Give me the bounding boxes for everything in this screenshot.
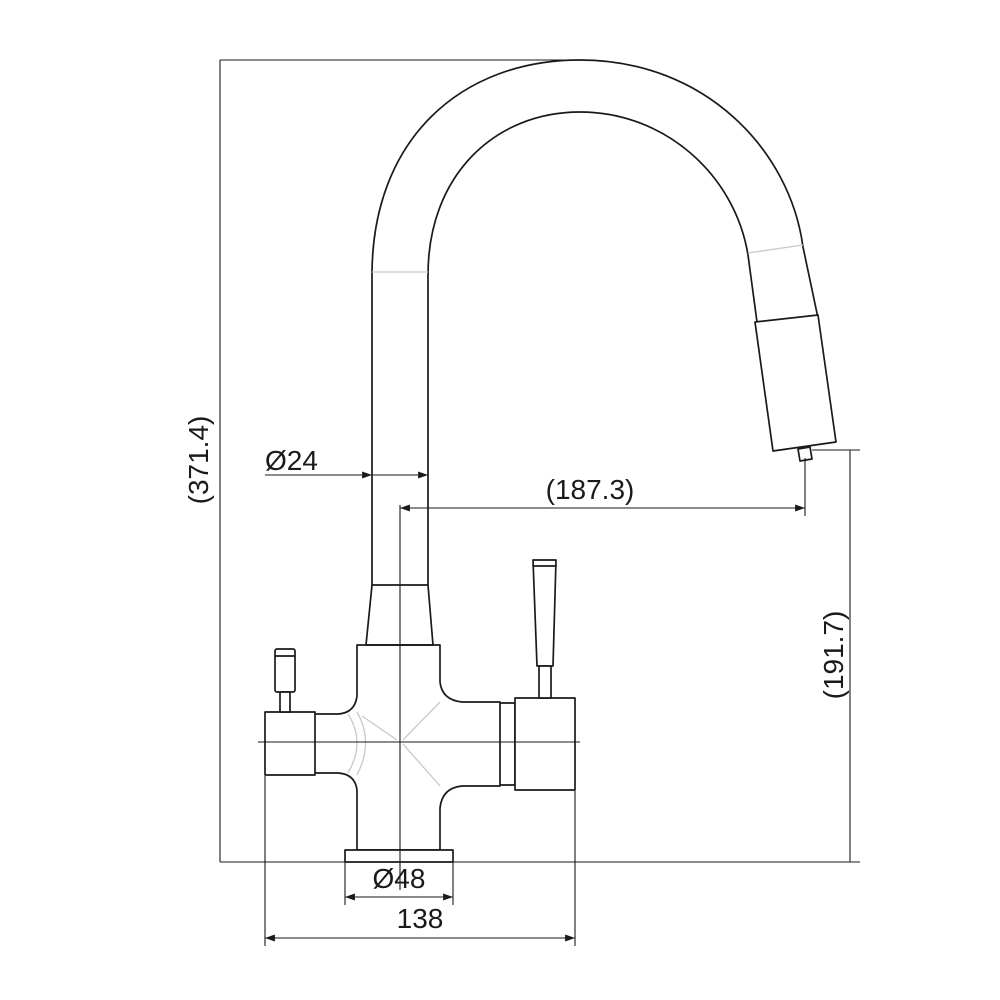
overall-height-label: (371.4) — [183, 416, 214, 505]
body-outline — [314, 644, 501, 851]
spout-reach-dimension: (187.3) — [400, 458, 806, 516]
spout-outer-edge — [371, 59, 819, 586]
faucet-body — [264, 644, 576, 851]
spray-head-body — [754, 314, 837, 452]
spout-height-label: (191.7) — [818, 611, 849, 700]
faucet-base — [344, 849, 454, 863]
spout-joint-right — [747, 244, 804, 254]
overall-width-dimension: 138 — [264, 776, 576, 946]
left-lever-stem — [279, 691, 291, 713]
right-housing-ring — [499, 702, 516, 786]
left-handle-housing — [264, 711, 316, 776]
spray-head — [754, 314, 837, 462]
right-handle-housing — [514, 697, 576, 791]
base-diameter-label: Ø48 — [373, 863, 426, 894]
spout-height-dimension: (191.7) — [812, 449, 860, 862]
overall-width-label: 138 — [397, 903, 444, 934]
base-diameter-dimension: Ø48 — [344, 862, 454, 905]
spout-inner-edge — [427, 111, 758, 586]
body-joint-diag-left-up — [361, 715, 398, 741]
body-joint-diag-upper — [402, 701, 441, 741]
body-joint-left-outer — [347, 713, 358, 774]
right-lever-grip — [532, 559, 557, 667]
spout — [371, 59, 819, 586]
spout-diameter-dimension: Ø24 — [265, 445, 428, 479]
spout-diameter-label: Ø24 — [265, 445, 318, 476]
right-lever-stem — [538, 665, 552, 699]
spray-nozzle — [797, 446, 813, 462]
right-lever — [532, 559, 557, 699]
overall-height-dimension: (371.4) — [183, 59, 860, 863]
body-joint-diag-lower — [402, 743, 441, 787]
spout-reach-label: (187.3) — [546, 474, 635, 505]
body-joint-left-inner — [356, 711, 367, 776]
left-lever — [274, 648, 296, 713]
